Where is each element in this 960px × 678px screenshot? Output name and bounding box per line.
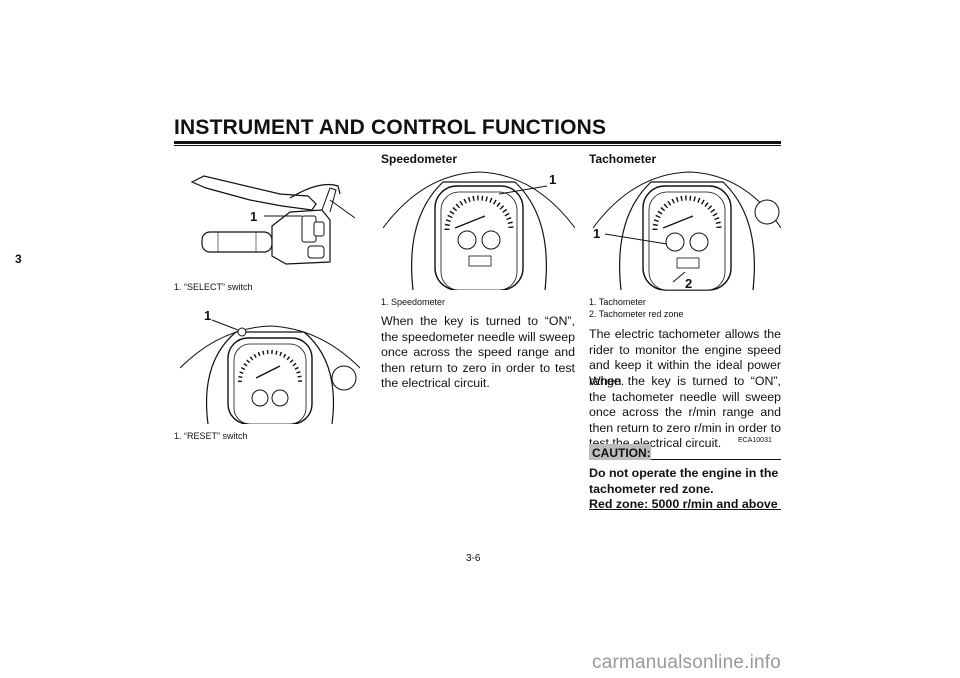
caution-label-background (589, 444, 651, 460)
page-number: 3-6 (466, 553, 481, 564)
speedometer-callout: 1 (549, 172, 556, 187)
caution-text: Do not operate the engine in the tachome… (589, 466, 781, 513)
select-switch-illustration: 1 (190, 175, 355, 265)
title-rule (174, 141, 781, 144)
caution-rule-bottom (589, 509, 781, 510)
footer-watermark: carmanualsonline.info (592, 652, 782, 673)
page-title: INSTRUMENT AND CONTROL FUNCTIONS (174, 116, 607, 139)
speedometer-text: When the key is turned to “ON”, the spee… (381, 314, 575, 390)
caution-label: CAUTION: (592, 446, 651, 460)
caution-warning-1: Do not operate the engine in the tachome… (589, 466, 779, 496)
tachometer-heading: Tachometer (589, 152, 657, 166)
fig1-callout: 1 (250, 209, 257, 224)
reset-switch-illustration: 1 (180, 308, 360, 424)
tachometer-caption-2: 2. Tachometer red zone (589, 309, 684, 319)
tachometer-callout-2: 2 (685, 276, 692, 291)
tachometer-callout-1: 1 (593, 226, 600, 241)
speedometer-heading: Speedometer (381, 152, 458, 166)
title-rule-thin (174, 145, 781, 146)
tachometer-caption-1: 1. Tachometer (589, 297, 646, 307)
fig2-caption: 1. “RESET” switch (174, 431, 248, 441)
caution-warning-2: Red zone: 5000 r/min and above (589, 497, 778, 511)
fig2-callout: 1 (204, 308, 211, 323)
tachometer-text-1: The electric tachometer allows the rider… (589, 327, 781, 388)
caution-code: ECA10031 (738, 437, 772, 444)
caution-rule-top (651, 459, 781, 460)
speedometer-illustration: 1 (383, 171, 575, 290)
fig1-caption: 1. “SELECT” switch (174, 282, 253, 292)
tachometer-illustration: 1 2 (592, 171, 781, 291)
speedometer-caption: 1. Speedometer (381, 297, 446, 307)
chapter-number: 3 (15, 252, 22, 266)
chapter-tab (0, 249, 8, 279)
